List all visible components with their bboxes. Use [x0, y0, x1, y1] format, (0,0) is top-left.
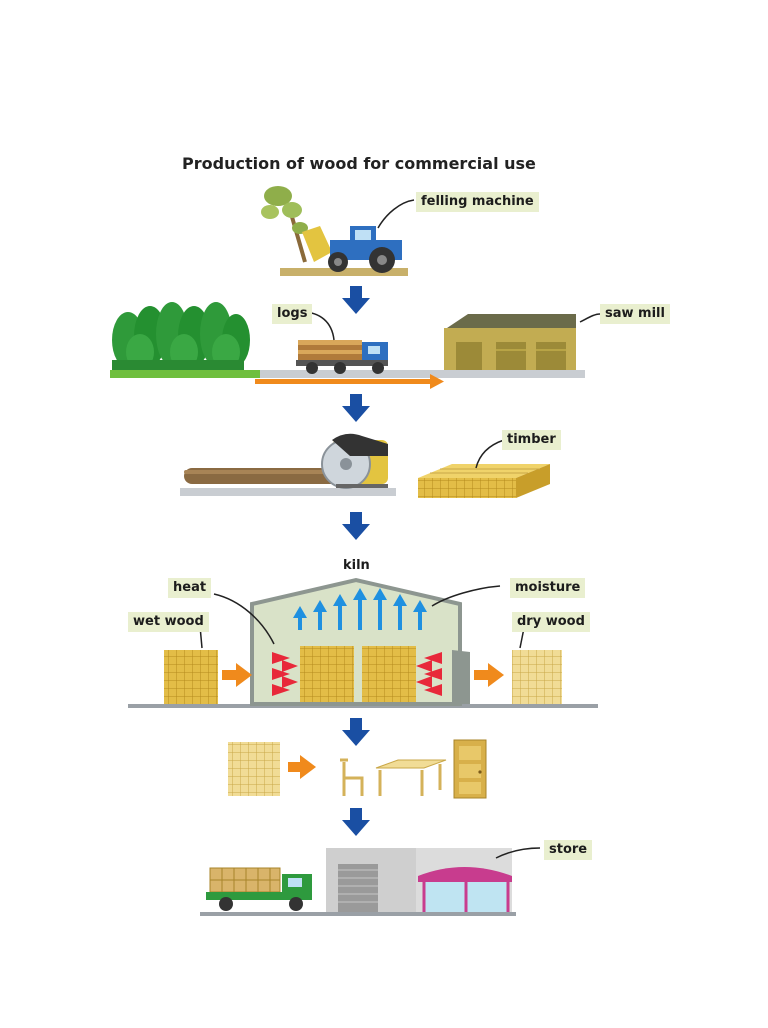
dry-wood-stack: [512, 650, 562, 704]
kiln-wood-stack: [300, 646, 354, 702]
step-arrow: [342, 394, 370, 422]
label-timber: timber: [502, 430, 561, 450]
label-felling-machine: felling machine: [416, 192, 539, 212]
label-saw-mill: saw mill: [600, 304, 670, 324]
chair-icon: [340, 758, 364, 796]
log-truck-icon: [296, 340, 388, 374]
transport-arrow: [255, 374, 444, 389]
saw-mill-building-icon: [444, 314, 576, 370]
label-wet-wood: wet wood: [128, 612, 209, 632]
transport-scene: [110, 302, 601, 389]
diagram-title: Production of wood for commercial use: [182, 154, 536, 173]
felling-scene: [261, 186, 415, 276]
label-dry-wood: dry wood: [512, 612, 590, 632]
step-arrow: [342, 718, 370, 746]
store-scene: [200, 847, 541, 916]
step-arrow: [342, 808, 370, 836]
label-heat: heat: [168, 578, 212, 598]
timber-stack-icon: [418, 464, 550, 498]
label-store: store: [544, 840, 593, 860]
delivery-truck-icon: [206, 867, 312, 911]
heat-pointer: [213, 593, 275, 645]
kiln-in-arrow: [222, 663, 252, 687]
store-ground: [200, 912, 516, 916]
door-icon: [453, 739, 487, 799]
forest-icon: [112, 302, 250, 370]
kiln-scene: [128, 577, 598, 708]
table-icon: [375, 759, 447, 796]
moisture-arrows: [293, 588, 427, 630]
step-arrow: [342, 286, 370, 314]
label-kiln: kiln: [343, 558, 370, 573]
store-pointer: [495, 847, 541, 859]
wet-wood-stack: [164, 650, 218, 704]
moisture-pointer: [431, 585, 501, 607]
felling-machine-icon: [302, 226, 402, 273]
furniture-arrow: [288, 755, 316, 779]
saw-mill-pointer: [579, 313, 601, 323]
dried-wood-stack: [228, 742, 280, 796]
heat-arrows-right: [416, 652, 442, 696]
kiln-out-arrow: [474, 663, 504, 687]
store-building-icon: [326, 848, 512, 912]
sawing-scene: [180, 433, 550, 498]
step-arrow: [342, 512, 370, 540]
grass-strip: [110, 370, 260, 378]
road: [110, 370, 585, 378]
saw-conveyor: [180, 488, 396, 496]
timber-pointer: [475, 439, 505, 469]
ground-strip: [280, 268, 408, 276]
label-moisture: moisture: [510, 578, 586, 598]
furniture-scene: [228, 739, 487, 799]
heat-arrows-left: [272, 652, 298, 696]
circular-saw-icon: [321, 433, 388, 489]
felling-pointer: [377, 199, 415, 229]
kiln-wood-stack: [362, 646, 416, 702]
felled-tree-icon: [261, 186, 308, 263]
label-logs: logs: [272, 304, 313, 324]
